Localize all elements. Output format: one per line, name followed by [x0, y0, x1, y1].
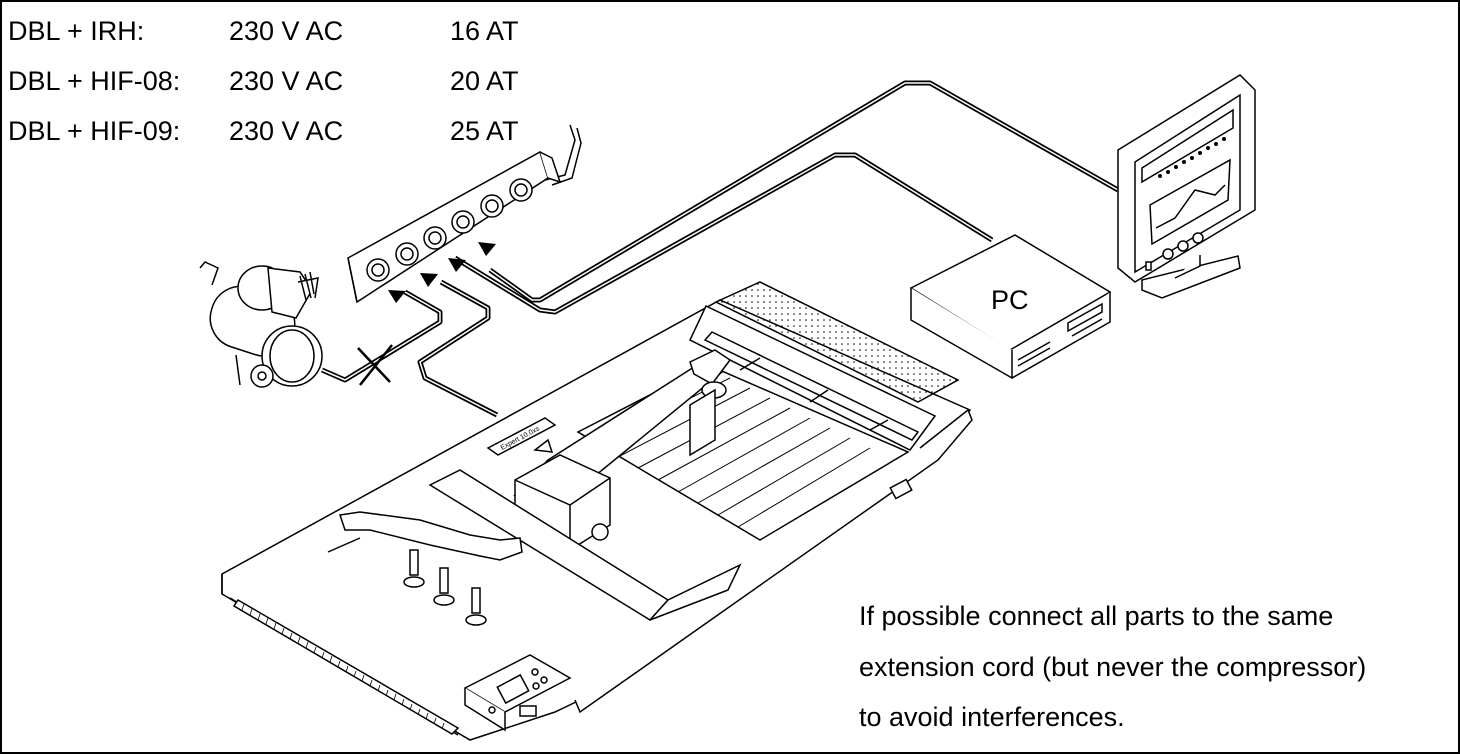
- air-compressor-icon: [199, 261, 323, 388]
- cables: [321, 80, 1120, 418]
- plug-arrows: [388, 242, 496, 303]
- spec-voltage-1: 230 V AC: [229, 16, 344, 46]
- monitor-icon: [1117, 74, 1256, 299]
- spec-device-1: DBL + IRH:: [8, 16, 145, 46]
- spec-device-2: DBL + HIF-08:: [8, 66, 181, 96]
- rework-station-icon: [221, 281, 973, 741]
- pc-label: PC: [991, 285, 1029, 315]
- spec-fuse-2: 20 AT: [450, 66, 519, 96]
- spec-device-3: DBL + HIF-09:: [8, 116, 181, 146]
- spec-fuse-3: 25 AT: [450, 116, 519, 146]
- note-line-3: to avoid interferences.: [859, 702, 1125, 732]
- spec-fuse-1: 16 AT: [450, 16, 519, 46]
- note-line-1: If possible connect all parts to the sam…: [859, 601, 1334, 631]
- cross-mark-icon: [357, 344, 393, 386]
- spec-voltage-3: 230 V AC: [229, 116, 344, 146]
- spec-voltage-2: 230 V AC: [229, 66, 344, 96]
- extension-cord-icon: [347, 150, 562, 304]
- note-line-2: extension cord (but never the compressor…: [859, 652, 1367, 682]
- pc-tower-icon: [909, 234, 1112, 380]
